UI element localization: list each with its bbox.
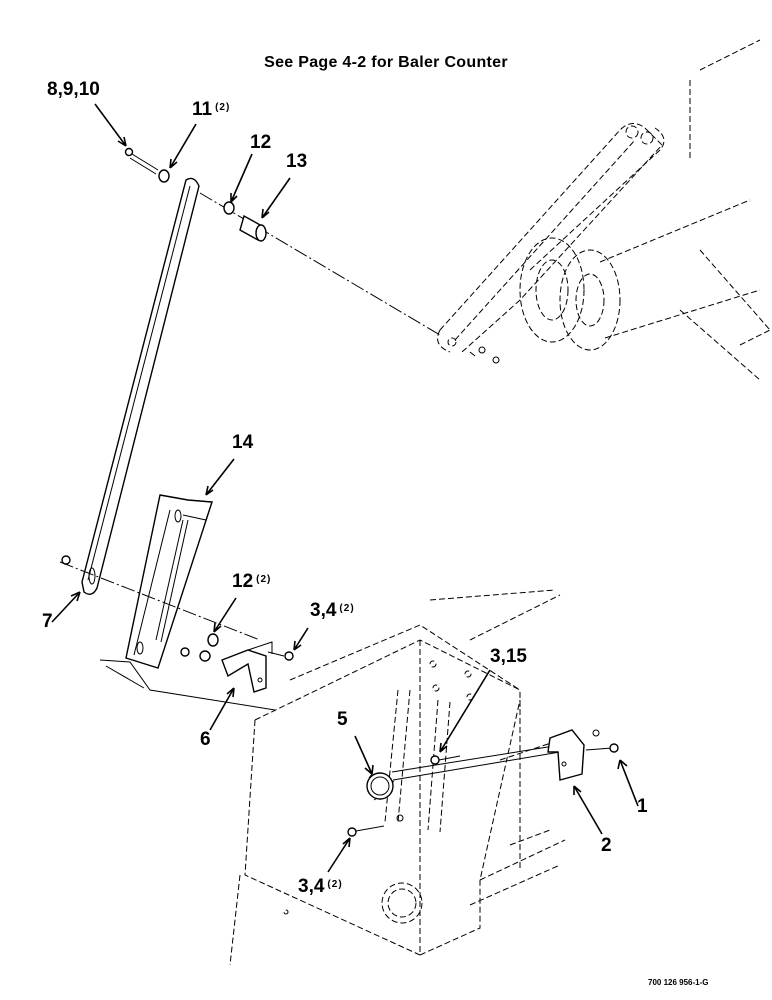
spacer-13 <box>239 214 267 242</box>
callout-12-mid: 12(2) <box>232 572 271 591</box>
bracket-2 <box>547 729 585 781</box>
bolt-top <box>124 147 159 175</box>
callout-label: 3,4 <box>298 876 325 897</box>
callout-3-4-bottom: 3,4(2) <box>298 877 343 896</box>
pivot-arm-assembly <box>437 39 771 381</box>
bolt-1 <box>585 729 619 753</box>
washer-11 <box>158 169 170 183</box>
callout-label: 11 <box>192 99 213 120</box>
callout-label: 7 <box>42 611 53 632</box>
base-plate <box>99 659 276 711</box>
callout-13: 13 <box>286 152 307 171</box>
callout-label: 3,15 <box>490 646 527 667</box>
nut-washer-mid <box>180 633 219 662</box>
bolt-3-4-bottom <box>347 814 404 837</box>
bracket-14 <box>125 494 213 669</box>
callout-label: 6 <box>200 729 211 750</box>
callout-6: 6 <box>200 730 211 749</box>
callout-label: 14 <box>232 432 254 453</box>
callout-label: 13 <box>286 151 308 172</box>
callout-12-top: 12 <box>250 133 271 152</box>
callout-3-4-top: 3,4(2) <box>310 601 355 620</box>
callout-1: 1 <box>637 797 648 816</box>
leader-arrows <box>51 103 639 873</box>
callout-8-9-10: 8,9,10 <box>47 80 100 99</box>
callout-label: 2 <box>601 835 612 856</box>
washer-12-top <box>223 201 235 215</box>
callout-label: 8,9,10 <box>47 79 100 100</box>
nut-left <box>61 555 71 565</box>
knob-5 <box>366 772 395 801</box>
counter-housing <box>229 589 566 966</box>
callout-7: 7 <box>42 612 53 631</box>
page-note: See Page 4-2 for Baler Counter <box>264 54 508 71</box>
callout-3-15: 3,15 <box>490 647 527 666</box>
callout-label: 5 <box>337 709 348 730</box>
alignment-line-top <box>199 192 441 336</box>
callout-11: 11(2) <box>192 100 230 119</box>
callout-qty: (2) <box>339 603 355 614</box>
link-rod <box>81 177 200 595</box>
callout-qty: (2) <box>256 574 272 585</box>
callout-label: 12 <box>250 132 272 153</box>
callout-14: 14 <box>232 433 253 452</box>
callout-qty: (2) <box>215 102 231 113</box>
clip-6 <box>221 641 273 693</box>
alignment-line-mid <box>59 561 261 641</box>
callout-label: 12 <box>232 571 254 592</box>
callout-label: 3,4 <box>310 600 337 621</box>
figure-number: 700 126 956-1-G <box>648 978 709 987</box>
callout-2: 2 <box>601 836 612 855</box>
callout-qty: (2) <box>327 879 343 890</box>
callout-5: 5 <box>337 710 348 729</box>
bolt-3-15 <box>430 755 461 765</box>
counter-rod <box>391 744 561 781</box>
bolt-3-4-top <box>267 651 294 661</box>
callout-label: 1 <box>637 796 648 817</box>
